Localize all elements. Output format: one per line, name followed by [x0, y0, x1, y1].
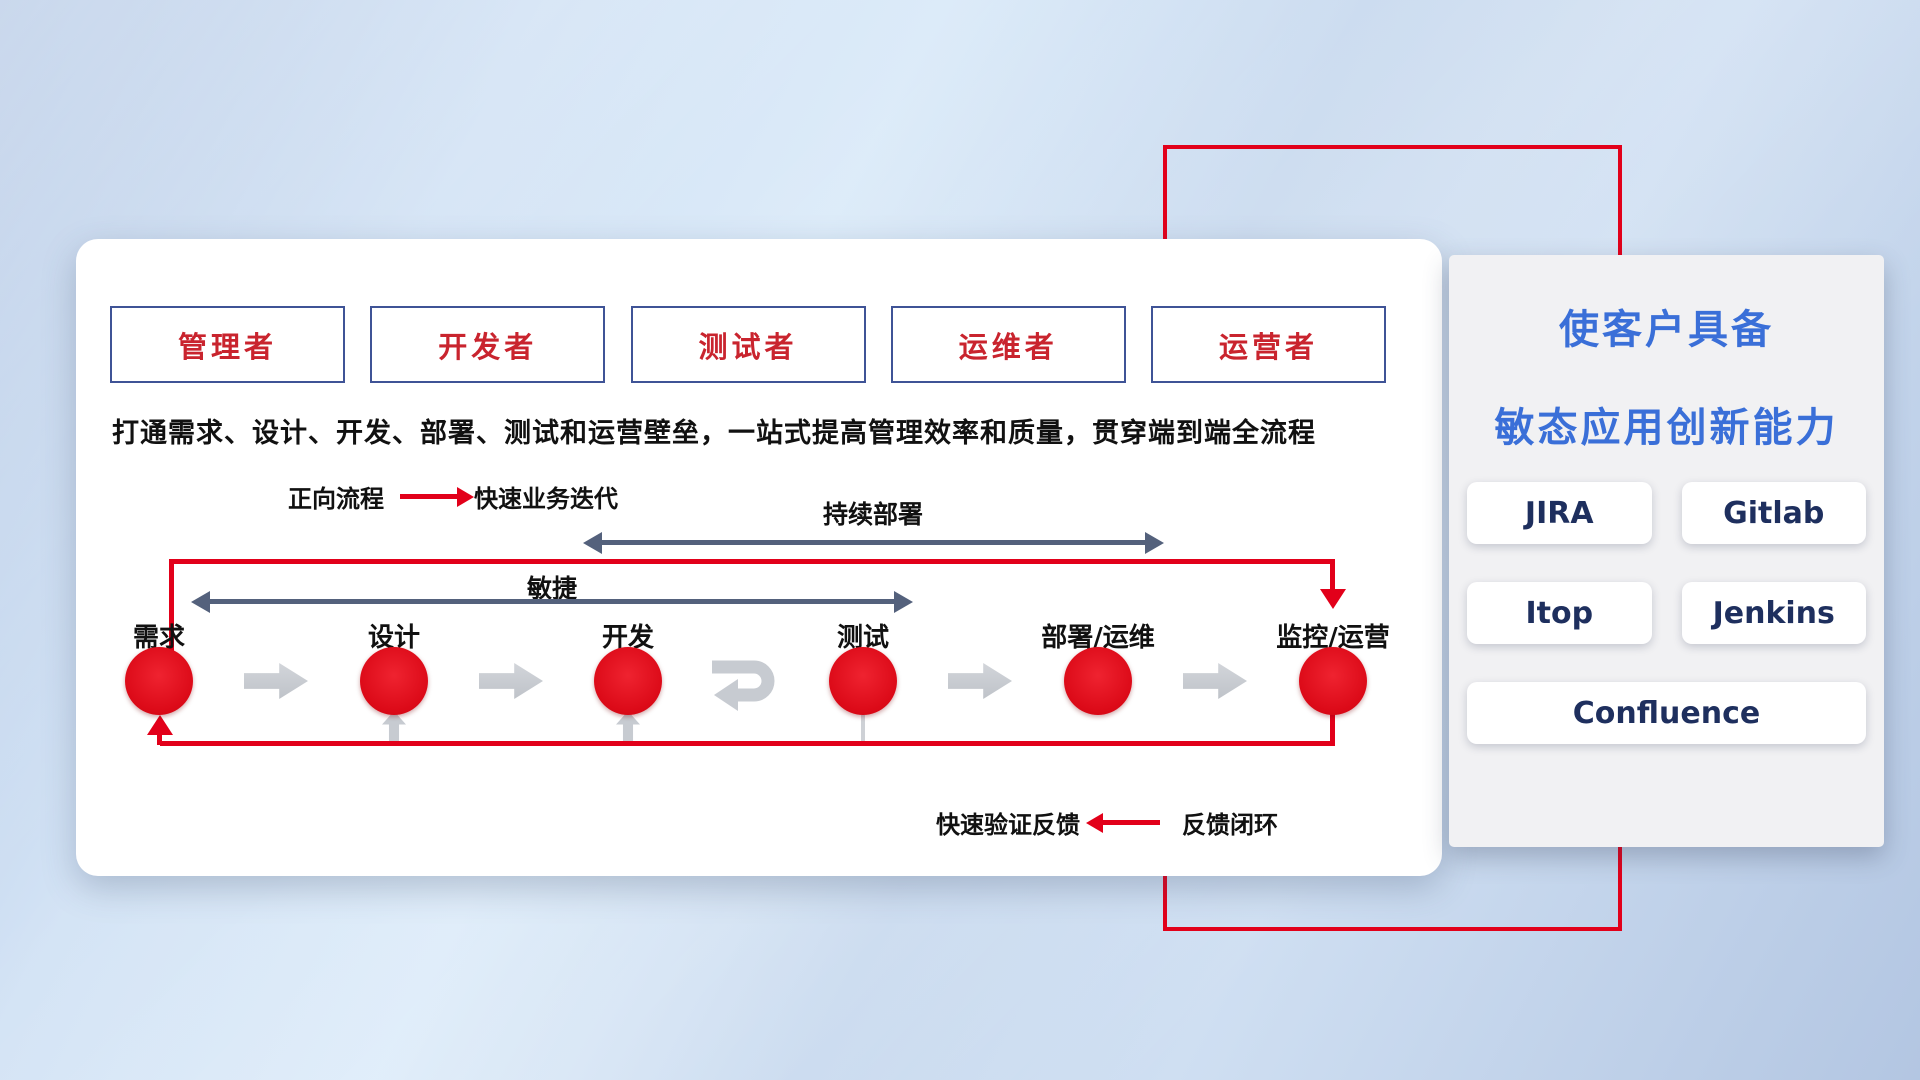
continuous-deployment-range-arrow: [600, 540, 1147, 545]
forward-loop-line-top: [171, 559, 1335, 564]
role-label: 测试者: [698, 329, 798, 364]
stage-circle-deploy-ops: [1064, 647, 1132, 715]
role-box-operator: 运营者: [1151, 306, 1386, 383]
tool-jenkins: Jenkins: [1681, 582, 1866, 644]
role-label: 管理者: [177, 329, 277, 364]
forward-arrow-icon: [400, 494, 458, 499]
stage-circle-testing: [829, 647, 897, 715]
forward-legend-value: 快速业务迭代: [474, 485, 618, 513]
roles-row: 管理者 开发者 测试者 运维者 运营者: [110, 306, 1386, 383]
forward-loop-line-right: [1330, 559, 1335, 591]
continuous-deployment-label: 持续部署: [822, 500, 923, 529]
feedback-loop-line-right: [1330, 701, 1335, 746]
role-label: 运营者: [1218, 329, 1318, 364]
flow-arrow-icon: [479, 663, 543, 699]
flow-arrow-icon: [948, 663, 1012, 699]
stage-circle-monitor-operations: [1299, 647, 1367, 715]
forward-legend-label: 正向流程: [288, 485, 384, 513]
tool-confluence: Confluence: [1467, 682, 1866, 744]
tool-gitlab: Gitlab: [1681, 482, 1866, 544]
feedback-loop-arrowhead-icon: [147, 715, 173, 735]
feedback-up-arrow-icon: [616, 711, 640, 743]
feedback-up-arrow-icon: [382, 711, 406, 743]
feedback-connector-line: [861, 715, 865, 743]
feedback-arrow-icon: [1102, 820, 1160, 825]
capability-panel: 使客户具备 敏态应用创新能力 JIRA Gitlab Itop Jenkins …: [1449, 255, 1884, 847]
agile-range-arrow: [208, 599, 896, 604]
capability-title-line2: 敏态应用创新能力: [1494, 405, 1839, 451]
feedback-loop-line-left: [157, 733, 162, 745]
panel-description: 打通需求、设计、开发、部署、测试和运营壁垒，一站式提高管理效率和质量，贯穿端到端…: [112, 418, 1316, 449]
stage-circle-requirements: [125, 647, 193, 715]
capability-title-line1: 使客户具备: [1559, 307, 1774, 353]
devops-flow-panel: 管理者 开发者 测试者 运维者 运营者 打通需求、设计、开发、部署、测试和运营壁…: [76, 239, 1442, 876]
role-box-tester: 测试者: [630, 306, 866, 383]
feedback-legend-label: 快速验证反馈: [936, 811, 1080, 839]
iteration-loop-icon: [712, 660, 775, 711]
role-box-manager: 管理者: [110, 306, 345, 383]
flow-arrow-icon: [244, 663, 308, 699]
feedback-legend: 快速验证反馈 反馈闭环: [936, 805, 1278, 840]
role-box-developer: 开发者: [370, 306, 606, 383]
forward-loop-line-left: [169, 559, 174, 683]
tool-itop: Itop: [1467, 582, 1652, 644]
role-box-ops: 运维者: [890, 306, 1126, 383]
tool-jira: JIRA: [1467, 482, 1652, 544]
forward-loop-arrowhead-icon: [1320, 589, 1346, 609]
role-label: 开发者: [438, 329, 538, 364]
feedback-legend-value: 反馈闭环: [1182, 811, 1278, 839]
tool-button-grid: JIRA Gitlab Itop Jenkins Confluence: [1467, 482, 1866, 744]
forward-legend: 正向流程 快速业务迭代: [288, 479, 618, 514]
role-label: 运维者: [958, 329, 1058, 364]
stage-circle-design: [360, 647, 428, 715]
flow-arrow-icon: [1183, 663, 1247, 699]
feedback-loop-line-bottom: [160, 741, 1335, 746]
stage-circle-development: [594, 647, 662, 715]
